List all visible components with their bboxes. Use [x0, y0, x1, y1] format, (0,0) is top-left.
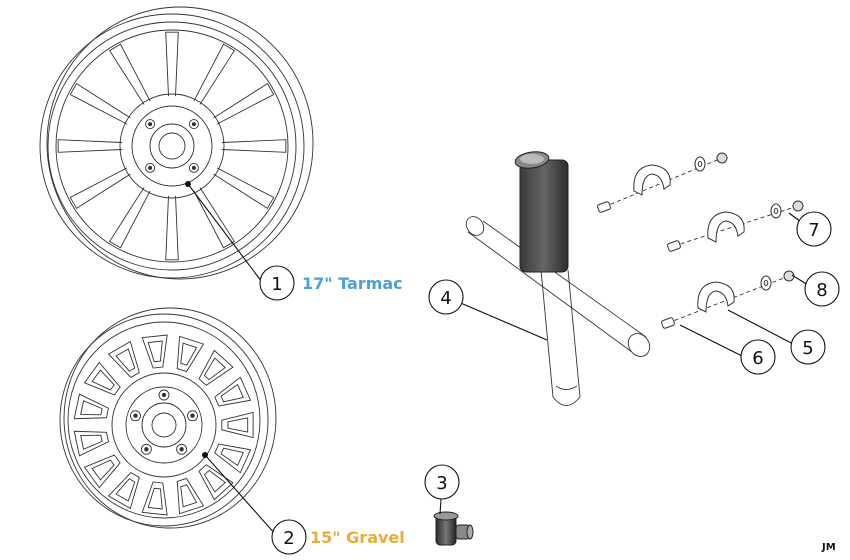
spoke-inner — [80, 434, 103, 450]
callout-4: 4 — [428, 279, 464, 315]
callout-number: 8 — [816, 280, 827, 301]
spoke — [69, 167, 131, 209]
callout-6: 6 — [740, 339, 776, 375]
spoke — [165, 195, 179, 261]
spoke-window — [198, 349, 234, 386]
spoke-inner — [180, 484, 198, 508]
author-initials: JM — [821, 542, 836, 553]
tarmac-wheel — [39, 6, 314, 280]
spoke-window — [83, 361, 121, 396]
spoke-inner — [80, 400, 103, 416]
tyre-valve — [433, 511, 474, 546]
spoke — [193, 187, 235, 249]
lug-nut — [140, 443, 152, 455]
callout-2: 2 — [271, 519, 307, 555]
washer-hole — [763, 280, 769, 286]
lug-hole — [161, 392, 167, 398]
spoke — [165, 31, 179, 97]
callout-7: 7 — [796, 211, 832, 247]
lug-hole — [191, 165, 196, 170]
spoke-window — [107, 340, 140, 378]
washer-hole — [773, 208, 779, 214]
lug-hole — [191, 122, 196, 127]
clamp — [707, 211, 745, 243]
lug-hole — [148, 165, 153, 170]
clamp — [633, 164, 671, 196]
spoke-inner — [220, 447, 244, 467]
spoke-window — [83, 454, 121, 489]
spoke-inner — [180, 342, 198, 366]
spoke-inner — [91, 459, 115, 481]
spoke-window — [221, 411, 254, 439]
spoke-window — [107, 472, 140, 510]
spoke-inner — [220, 383, 244, 403]
gravel-wheel — [59, 307, 277, 529]
nut — [783, 270, 795, 282]
lug-nut — [145, 162, 156, 173]
callout-number: 1 — [271, 274, 282, 295]
callout-3: 3 — [424, 464, 460, 500]
spoke-window — [73, 393, 109, 420]
lug-nut — [187, 410, 198, 422]
lug-nut — [188, 162, 199, 173]
callout-number: 5 — [802, 338, 813, 359]
spoke-window — [141, 481, 168, 516]
washer-hole — [697, 161, 703, 167]
spoke-window — [176, 477, 205, 515]
lug-hole — [133, 413, 138, 418]
spoke-window — [73, 430, 109, 457]
spoke — [57, 139, 123, 153]
spoke — [221, 139, 287, 153]
spoke-window — [141, 334, 168, 369]
spoke — [109, 43, 151, 105]
lug-hole — [179, 447, 184, 452]
callout-1: 1 — [259, 265, 295, 301]
spoke-window — [176, 335, 205, 373]
callout-number: 2 — [283, 528, 294, 549]
callout-number: 3 — [436, 473, 447, 494]
spoke — [213, 167, 275, 209]
spoke — [69, 83, 131, 125]
clamp-assembly — [597, 152, 804, 329]
spoke-inner — [91, 369, 115, 391]
spoke-inner — [227, 417, 249, 433]
spoke-inner — [203, 469, 226, 493]
spoke — [193, 43, 235, 105]
spoke-inner — [147, 340, 163, 363]
callout-number: 7 — [808, 220, 819, 241]
spoke-inner — [147, 487, 163, 510]
bolt — [597, 201, 611, 213]
bolt — [667, 240, 681, 252]
callout-8: 8 — [804, 271, 840, 307]
spoke-window — [214, 376, 252, 407]
spoke-inner — [203, 357, 226, 381]
callout-number: 4 — [440, 288, 451, 309]
gravel-wheel-label: 15" Gravel — [310, 528, 405, 547]
bolt — [661, 317, 675, 329]
wheel-brace — [465, 151, 651, 406]
spoke-window — [198, 464, 234, 501]
spoke-inner — [115, 348, 136, 372]
lug-nut — [130, 410, 141, 422]
spoke — [109, 187, 151, 249]
spoke-window — [214, 443, 252, 474]
nut — [716, 152, 728, 164]
lug-hole — [190, 413, 195, 418]
callout-number: 6 — [752, 348, 763, 369]
lug-nut — [176, 443, 188, 455]
lug-nut — [158, 389, 170, 401]
callout-5: 5 — [790, 329, 826, 365]
lug-nut — [188, 119, 199, 130]
nut — [792, 200, 804, 212]
tarmac-wheel-label: 17" Tarmac — [302, 274, 403, 293]
lug-nut — [145, 119, 156, 130]
lug-hole — [144, 447, 149, 452]
spoke — [213, 83, 275, 125]
lug-hole — [148, 122, 153, 127]
spoke-inner — [115, 478, 136, 502]
clamp — [697, 281, 735, 313]
leader-lines — [185, 181, 809, 536]
